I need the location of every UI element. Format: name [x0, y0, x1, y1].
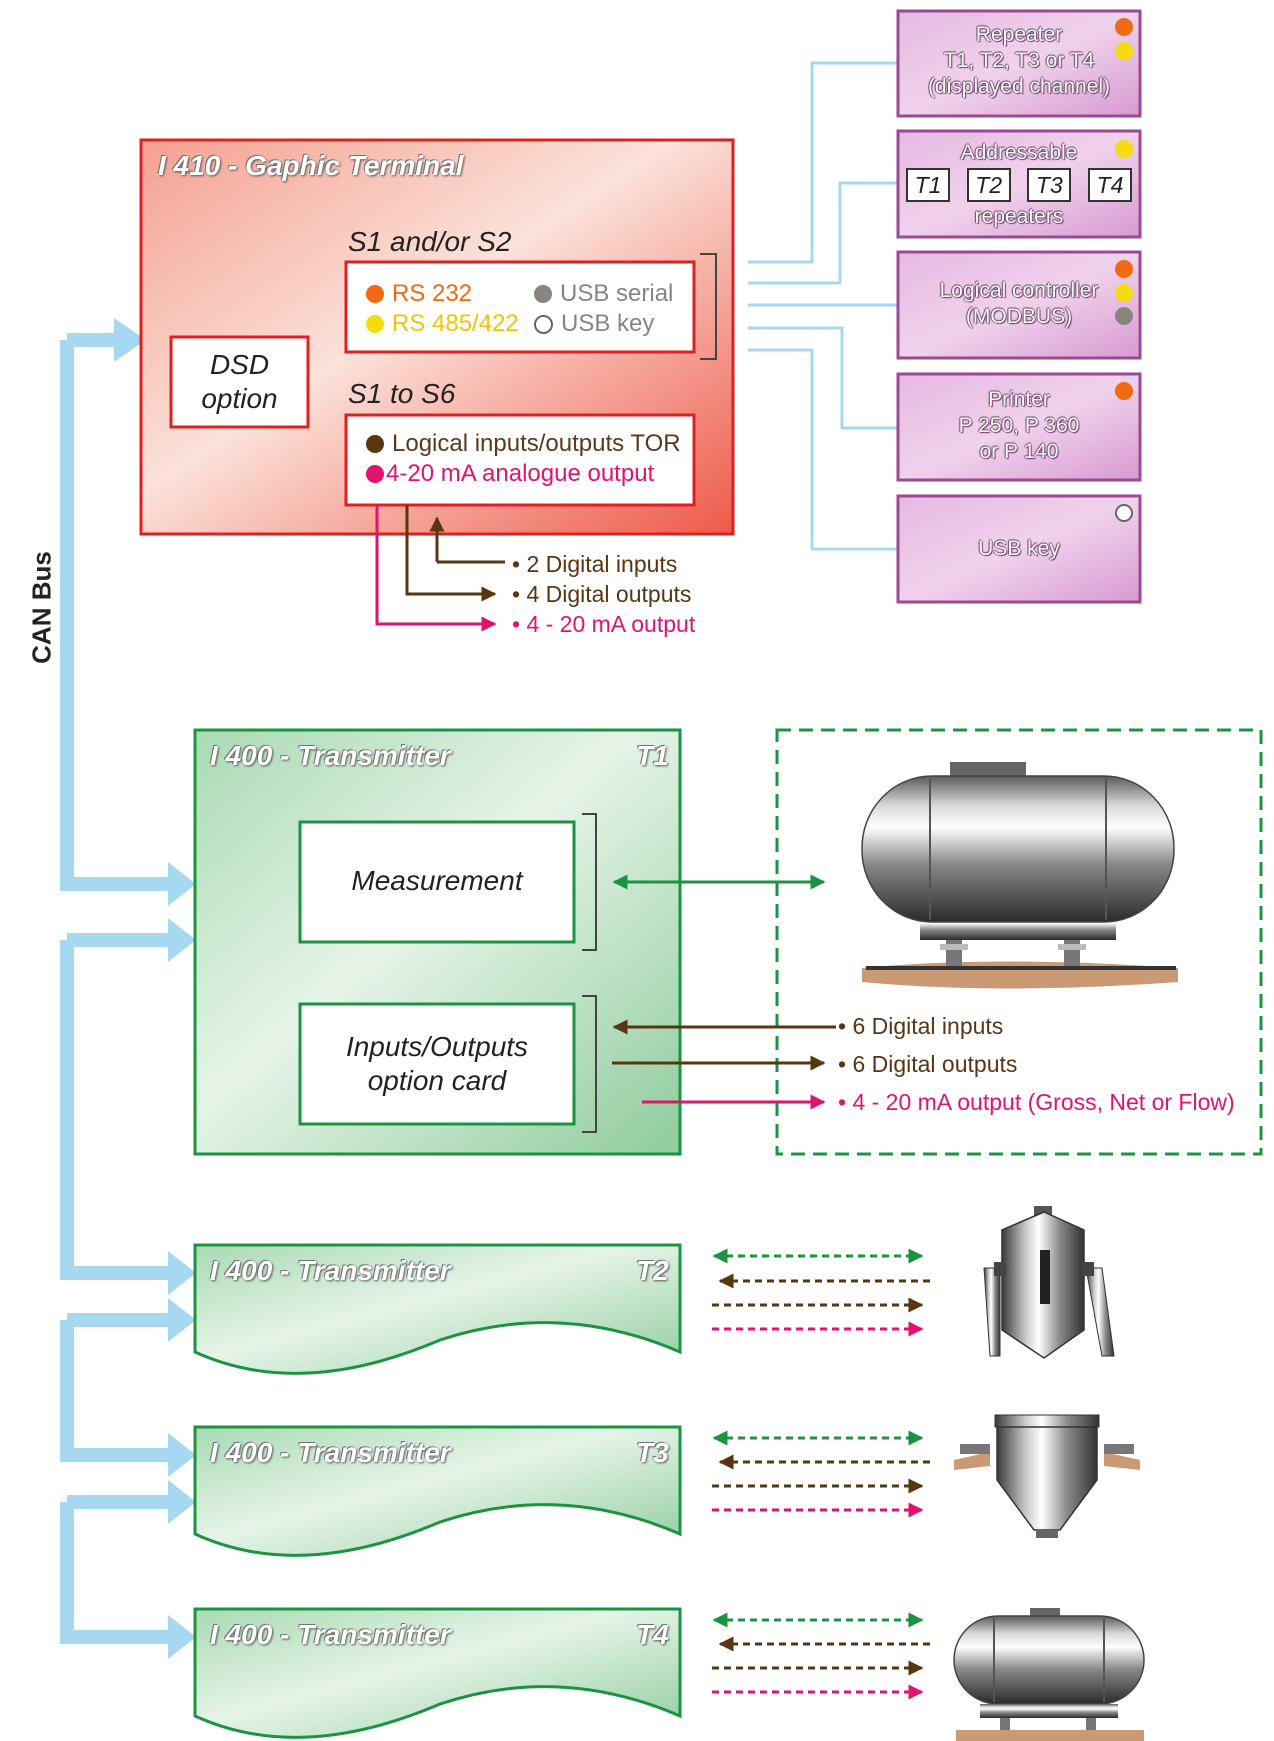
usb-key-device-label: USB key	[978, 537, 1060, 560]
transmitter-small-shapes	[193, 1243, 682, 1739]
terminal-output-1: • 2 Digital inputs	[512, 551, 678, 577]
analogue-dot-icon	[366, 465, 384, 483]
dsd-label-line1: DSD	[209, 349, 270, 380]
tank-illustration-main	[861, 762, 1178, 989]
cone-vessel-illustration	[954, 1414, 1140, 1538]
measurement-label: Measurement	[351, 865, 523, 896]
io-box	[344, 413, 696, 507]
small-dashed-arrows	[712, 1248, 930, 1700]
io-logical: Logical inputs/outputs TOR	[366, 430, 681, 458]
transmitter-t2-title: I 400 - Transmitter	[210, 1255, 451, 1286]
terminal-title: I 410 - Gaphic Terminal	[158, 150, 464, 181]
device-usb-key: USB key	[898, 536, 1140, 562]
tag-t1: T1	[906, 168, 950, 202]
dsd-label-line2: option	[201, 383, 278, 414]
addressable-tags: T1 T2 T3 T4	[898, 166, 1140, 204]
printer-line2: P 250, P 360	[958, 414, 1080, 437]
tag-t2: T2	[966, 168, 1011, 202]
terminal-io-arrows	[375, 505, 505, 632]
s1s2-label: S1 and/or S2	[348, 226, 512, 257]
measurement-bracket	[582, 813, 597, 951]
io-card-box	[298, 1002, 576, 1126]
device-printer: Printer P 250, P 360 or P 140	[898, 387, 1140, 465]
usb-serial-label: USB serial	[560, 280, 674, 307]
logical-io-label: Logical inputs/outputs TOR	[392, 430, 681, 457]
main-arrows	[612, 874, 836, 1110]
main-io-3: • 4 - 20 mA output (Gross, Net or Flow)	[838, 1089, 1235, 1115]
rs232-label: RS 232	[392, 280, 473, 307]
serial-usbkey: USB key	[534, 310, 654, 338]
io-card-line1: Inputs/Outputs	[345, 1031, 529, 1062]
rs485-label: RS 485/422	[392, 310, 519, 337]
s1s6-label: S1 to S6	[348, 378, 456, 409]
transmitter-t4-tag: T4	[636, 1619, 669, 1650]
terminal-output-3: • 4 - 20 mA output	[512, 611, 696, 637]
rs232-dot-icon	[366, 285, 384, 303]
tag-t4: T4	[1087, 168, 1132, 202]
usbkey-dot-hollow-icon	[1115, 504, 1133, 522]
logical-io-dot-icon	[366, 435, 384, 453]
usb-serial-dot-icon	[534, 285, 552, 303]
addressable-line2: repeaters	[974, 205, 1064, 228]
device-links	[748, 61, 898, 551]
printer-dot-orange-icon	[1115, 382, 1133, 400]
transmitter-t3-tag: T3	[636, 1437, 669, 1468]
controller-dot-gray-icon	[1115, 307, 1133, 325]
controller-dot-yellow-icon	[1115, 284, 1133, 302]
io-analogue: 4-20 mA analogue output	[366, 460, 654, 488]
usb-key-label: USB key	[561, 310, 655, 337]
serial-box	[344, 260, 696, 354]
rs485-dot-icon	[366, 315, 384, 333]
repeater-line2: T1, T2, T3 or T4	[943, 49, 1095, 72]
device-repeater: Repeater T1, T2, T3 or T4 (displayed cha…	[898, 22, 1140, 100]
terminal-output-2: • 4 Digital outputs	[512, 581, 692, 607]
repeater-line3: (displayed channel)	[927, 75, 1111, 98]
usb-key-dot-icon	[534, 314, 553, 334]
transmitter-t2-tag: T2	[636, 1255, 669, 1286]
printer-line3: or P 140	[979, 440, 1059, 463]
serial-rs232: RS 232	[366, 280, 472, 308]
can-bus-lines	[60, 333, 170, 1644]
logical-controller-line1: Logical controller	[939, 279, 1099, 302]
device-logical-controller: Logical controller (MODBUS)	[898, 278, 1140, 330]
analogue-label: 4-20 mA analogue output	[386, 460, 655, 487]
dsd-box	[169, 335, 310, 429]
io-card-label: Inputs/Outputs option card	[300, 1030, 574, 1098]
transmitter-main-tag: T1	[636, 740, 669, 771]
main-io-1: • 6 Digital inputs	[838, 1013, 1004, 1039]
tag-t3: T3	[1027, 168, 1072, 202]
serial-bracket	[700, 253, 717, 360]
io-card-line2: option card	[367, 1065, 507, 1096]
transmitter-t4-title: I 400 - Transmitter	[210, 1619, 451, 1650]
serial-usb: USB serial	[534, 280, 673, 308]
transmitter-main-title: I 400 - Transmitter	[210, 740, 451, 771]
controller-dot-orange-icon	[1115, 260, 1133, 278]
io-card-bracket	[582, 995, 597, 1133]
serial-rs485: RS 485/422	[366, 310, 519, 338]
device-addressable: Addressable T1 T2 T3 T4 repeaters	[898, 140, 1140, 230]
transmitter-t3-title: I 400 - Transmitter	[210, 1437, 451, 1468]
dsd-option-label: DSD option	[171, 348, 308, 416]
addressable-dot-yellow-icon	[1115, 140, 1133, 158]
repeater-dot-yellow-icon	[1115, 42, 1133, 60]
main-io-2: • 6 Digital outputs	[838, 1051, 1018, 1077]
printer-line1: Printer	[988, 388, 1050, 411]
repeater-line1: Repeater	[975, 23, 1063, 46]
repeater-dot-orange-icon	[1115, 18, 1133, 36]
logical-controller-line2: (MODBUS)	[965, 305, 1073, 328]
hopper-illustration	[983, 1206, 1115, 1359]
measurement-box	[298, 820, 576, 944]
can-bus-arrowheads	[114, 318, 196, 1659]
equipment-region	[775, 728, 1263, 1156]
addressable-line1: Addressable	[960, 141, 1078, 164]
can-bus-label: CAN Bus	[26, 551, 57, 664]
tank-illustration-small	[953, 1608, 1145, 1741]
